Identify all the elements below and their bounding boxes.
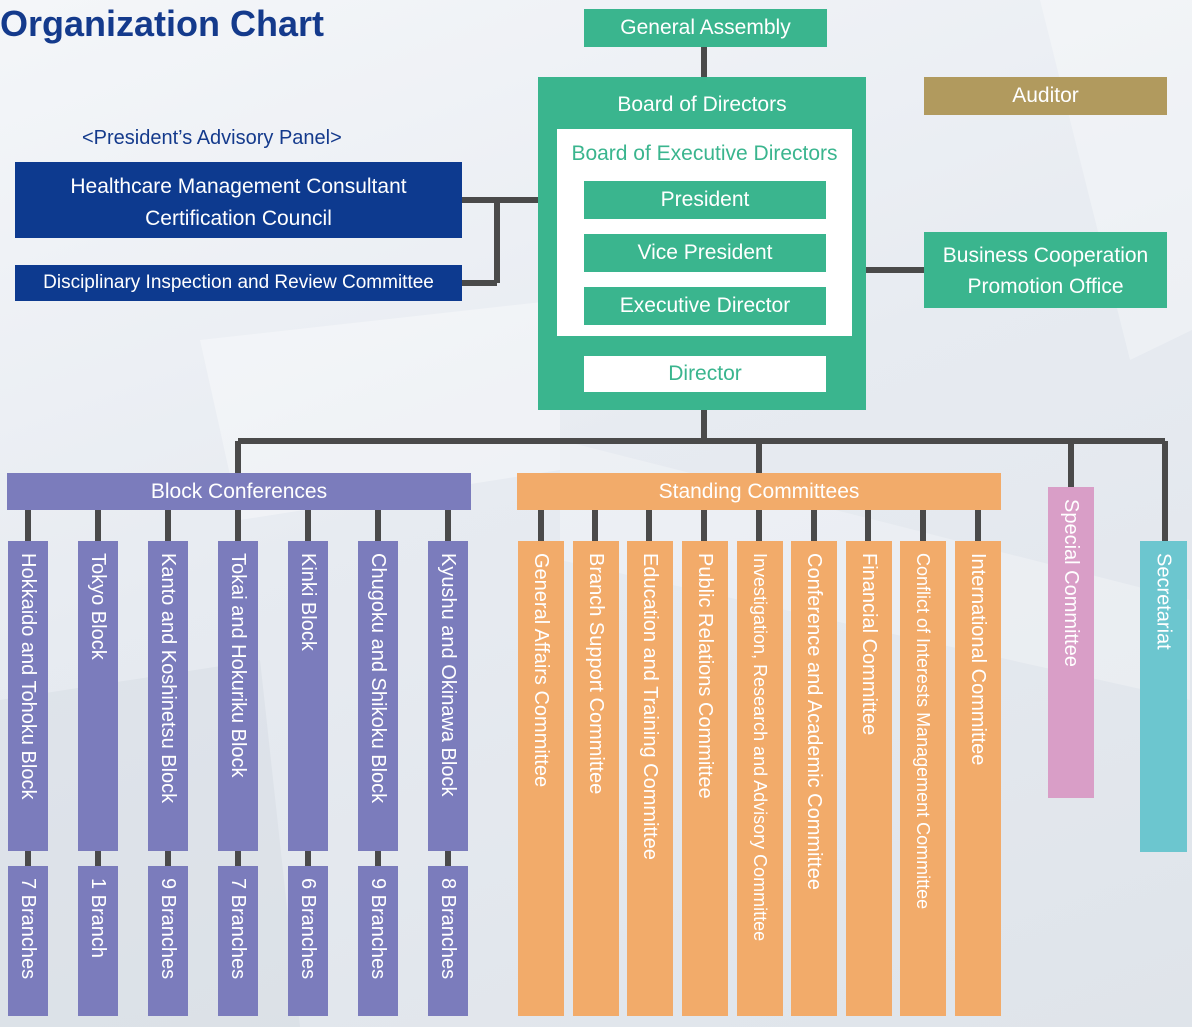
disciplinary-committee-box: Disciplinary Inspection and Review Commi… <box>15 265 462 301</box>
block-tokai-hokuriku: Tokai and Hokuriku Block <box>218 541 258 851</box>
branch-count-label: 6 Branches <box>297 878 319 980</box>
secretariat-label: Secretariat <box>1152 553 1175 650</box>
committee-name: International Committee <box>967 553 989 766</box>
president-box: President <box>584 181 826 219</box>
vice-president-box: Vice President <box>584 234 826 272</box>
business-office-line2: Promotion Office <box>967 275 1124 298</box>
block-chugoku-shikoku: Chugoku and Shikoku Block <box>358 541 398 851</box>
committee-public-relations: Public Relations Committee <box>682 541 728 1016</box>
block-name: Tokyo Block <box>87 553 109 660</box>
block-name: Hokkaido and Tohoku Block <box>17 553 39 800</box>
block-kinki: Kinki Block <box>288 541 328 851</box>
executive-board-title: Board of Executive Directors <box>571 142 838 166</box>
branch-count: 7 Branches <box>8 866 48 1016</box>
standing-committees-header: Standing Committees <box>517 473 1001 510</box>
branch-count: 7 Branches <box>218 866 258 1016</box>
special-committee-box: Special Committee <box>1048 487 1094 798</box>
advisory-panel-heading: <President’s Advisory Panel> <box>82 127 342 149</box>
committee-financial: Financial Committee <box>846 541 892 1016</box>
board-of-directors-title: Board of Directors <box>617 93 787 117</box>
block-tokyo: Tokyo Block <box>78 541 118 851</box>
committee-conference-academic: Conference and Academic Committee <box>791 541 837 1016</box>
committee-international: International Committee <box>955 541 1001 1016</box>
committee-name: General Affairs Committee <box>530 553 552 788</box>
executive-director-box: Executive Director <box>584 287 826 325</box>
branch-count: 1 Branch <box>78 866 118 1016</box>
branch-count-label: 7 Branches <box>227 878 249 980</box>
block-kyushu-okinawa: Kyushu and Okinawa Block <box>428 541 468 851</box>
branch-count-label: 9 Branches <box>157 878 179 980</box>
committee-name: Public Relations Committee <box>694 553 716 799</box>
block-name: Kanto and Koshinetsu Block <box>157 553 179 804</box>
page-title: Organization Chart <box>0 3 325 44</box>
block-name: Kyushu and Okinawa Block <box>437 553 459 797</box>
business-office-line1: Business Cooperation <box>942 244 1149 267</box>
branch-count-label: 9 Branches <box>367 878 389 980</box>
branch-count: 6 Branches <box>288 866 328 1016</box>
block-kanto-koshinetsu: Kanto and Koshinetsu Block <box>148 541 188 851</box>
committee-name: Conference and Academic Committee <box>803 553 825 890</box>
committee-name: Investigation, Research and Advisory Com… <box>750 553 770 942</box>
certification-council-box: Healthcare Management Consultant Certifi… <box>15 162 462 238</box>
auditor-box: Auditor <box>924 77 1167 115</box>
committee-name: Financial Committee <box>858 553 880 736</box>
committee-branch-support: Branch Support Committee <box>573 541 619 1016</box>
general-assembly-box: General Assembly <box>584 9 827 47</box>
branch-count: 9 Branches <box>148 866 188 1016</box>
committee-name: Conflict of Interests Management Committ… <box>913 553 933 910</box>
certification-council-line1: Healthcare Management Consultant <box>70 175 407 198</box>
committee-education-training: Education and Training Committee <box>627 541 673 1016</box>
certification-council-line2: Certification Council <box>145 207 332 230</box>
director-box: Director <box>584 356 826 392</box>
committee-conflict-of-interests: Conflict of Interests Management Committ… <box>900 541 946 1016</box>
special-committee-label: Special Committee <box>1060 499 1082 667</box>
branch-count-label: 7 Branches <box>17 878 39 980</box>
branch-count: 8 Branches <box>428 866 468 1016</box>
block-name: Kinki Block <box>297 553 319 651</box>
committee-name: Education and Training Committee <box>639 553 661 860</box>
committee-investigation-research: Investigation, Research and Advisory Com… <box>737 541 783 1016</box>
branch-count-label: 1 Branch <box>87 878 109 959</box>
committee-name: Branch Support Committee <box>585 553 607 795</box>
board-of-directors-box: Board of Directors Board of Executive Di… <box>538 77 866 410</box>
branch-count: 9 Branches <box>358 866 398 1016</box>
business-cooperation-office-box: Business Cooperation Promotion Office <box>924 232 1167 308</box>
branch-count-label: 8 Branches <box>437 878 459 980</box>
committee-general-affairs: General Affairs Committee <box>518 541 564 1016</box>
block-name: Tokai and Hokuriku Block <box>227 553 249 778</box>
executive-board-panel: Board of Executive Directors President V… <box>557 129 852 336</box>
block-hokkaido-tohoku: Hokkaido and Tohoku Block <box>8 541 48 851</box>
secretariat-box: Secretariat <box>1140 541 1187 852</box>
block-conferences-header: Block Conferences <box>7 473 471 510</box>
block-name: Chugoku and Shikoku Block <box>367 553 389 804</box>
